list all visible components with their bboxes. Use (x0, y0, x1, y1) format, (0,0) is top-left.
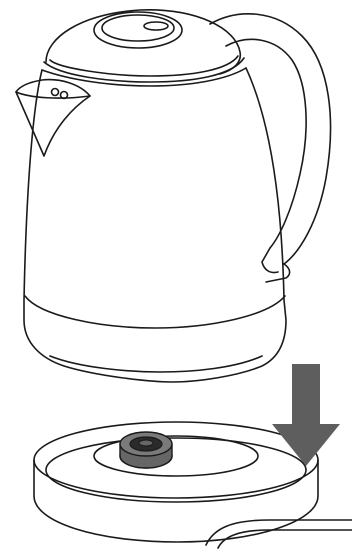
kettle-spout-icon (16, 80, 90, 156)
power-cord-icon (206, 520, 352, 548)
line-art (16, 10, 352, 548)
kettle-body-icon (24, 68, 286, 382)
connector-pin-icon (120, 432, 172, 468)
power-base-icon (34, 422, 318, 542)
